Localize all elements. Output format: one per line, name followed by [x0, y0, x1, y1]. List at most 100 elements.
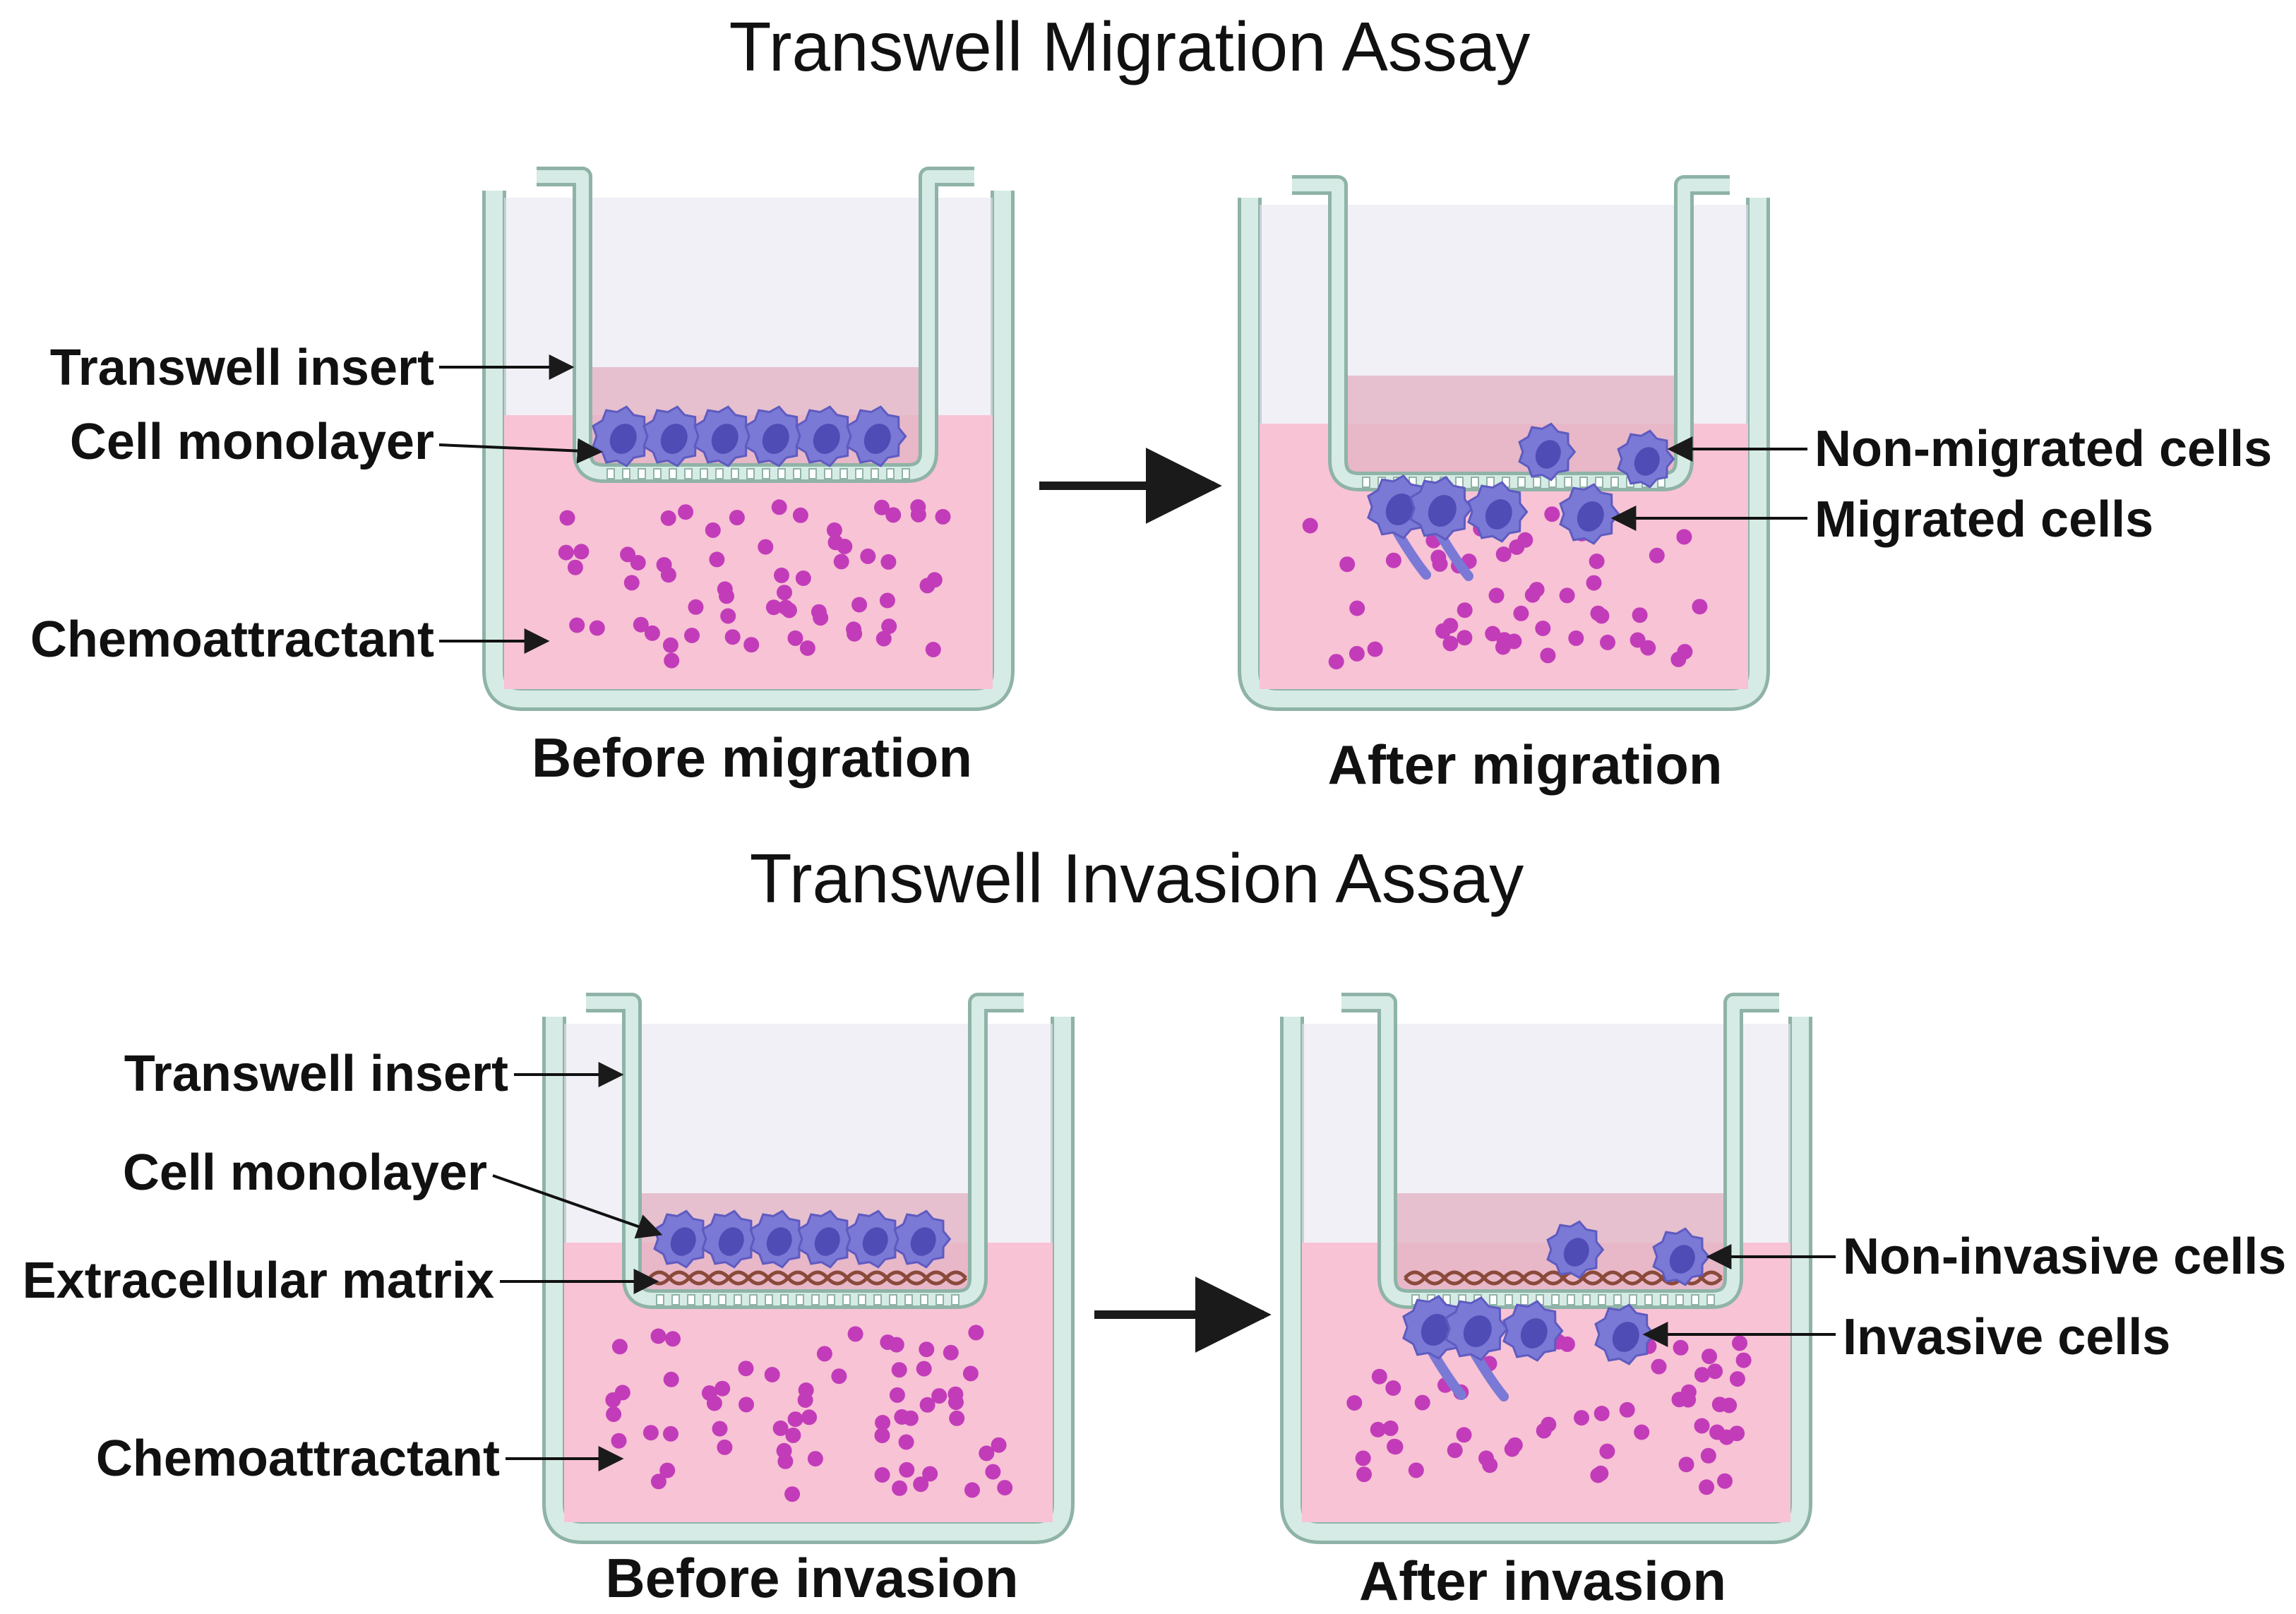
cell-nucleus [670, 1227, 696, 1256]
chemoattractant-dot [1707, 1363, 1723, 1380]
chemoattractant-dot [1385, 552, 1401, 568]
cell [653, 1209, 712, 1269]
cell-nucleus [910, 1227, 936, 1256]
cell [744, 405, 806, 467]
membrane-pore [1595, 477, 1603, 488]
membrane-pore [889, 1294, 897, 1305]
chemoattractant-dot [663, 1425, 678, 1442]
chemoattractant-dot [1586, 575, 1602, 591]
membrane-pore [746, 468, 755, 479]
chemoattractant-dot [827, 534, 844, 551]
chemoattractant-dot [1717, 1473, 1733, 1489]
chemoattractant-dot [606, 1406, 622, 1423]
cell [1559, 483, 1620, 545]
membrane-pore [638, 468, 646, 479]
chemoattractant-dot [1640, 640, 1656, 656]
chemoattractant-dot [569, 617, 585, 633]
chemoattractant-dot [772, 1420, 789, 1436]
chemoattractant-dot [1559, 587, 1575, 604]
chemoattractant-dot [630, 555, 646, 570]
membrane-pore [1598, 1294, 1606, 1305]
chemoattractant-dot [1442, 618, 1459, 634]
label-transwell-insert-2: Transwell insert [124, 1046, 508, 1102]
membrane-pore [824, 468, 832, 479]
label-group-inv-matrix: Extracellular matrix [23, 1253, 659, 1309]
chemoattractant-dot [1632, 607, 1648, 623]
membrane-pore [842, 1294, 851, 1305]
label-non-invasive-cells: Non-invasive cells [1843, 1229, 2286, 1285]
membrane-pore [811, 1294, 820, 1305]
membrane-pore [718, 1294, 727, 1305]
label-transwell-insert: Transwell insert [50, 340, 434, 396]
cell-nucleus [1535, 440, 1561, 469]
chemoattractant-dot [916, 1361, 932, 1377]
chemoattractant-dot [662, 637, 678, 653]
matrix-fiber [806, 1270, 829, 1286]
chemoattractant-dot [688, 599, 704, 615]
matrix-fiber [866, 1270, 888, 1286]
chemoattractant-dot [997, 1480, 1013, 1496]
chemoattractant-dot [777, 1453, 794, 1469]
chemoattractant-dot [964, 1482, 980, 1498]
chemoattractant-dot [1356, 1466, 1372, 1483]
chemoattractant-dot [659, 1462, 676, 1478]
label-chemoattractant: Chemoattractant [30, 611, 434, 668]
membrane-pore [1613, 1294, 1622, 1305]
chemoattractant-dot [705, 522, 721, 538]
outer-well-wall [1241, 198, 1766, 707]
membrane-pore [765, 1294, 773, 1305]
membrane-pore [700, 468, 708, 479]
chemoattractant-dot [1680, 1392, 1697, 1408]
chemoattractant-dot [860, 548, 876, 564]
cell [693, 405, 755, 467]
membrane-pore [873, 1294, 882, 1305]
cell [1502, 1300, 1564, 1362]
chemoattractant-dot [1694, 1367, 1710, 1383]
membrane-pore [1505, 1294, 1513, 1305]
chemoattractant-dot [968, 1325, 984, 1341]
chemoattractant-dot [623, 575, 640, 591]
chemoattractant-dot [919, 1341, 935, 1358]
chemoattractant-dot [1371, 1368, 1387, 1385]
chemoattractant-dot [1568, 630, 1584, 646]
membrane-pore [762, 468, 770, 479]
cell [797, 1209, 856, 1269]
membrane-pore [808, 468, 817, 479]
membrane-pore [749, 1294, 758, 1305]
chemoattractant-dot [664, 652, 680, 669]
chemoattractant-dot [925, 642, 941, 657]
chemoattractant-dot [717, 1439, 733, 1455]
matrix-fiber [1582, 1270, 1604, 1286]
label-invasive-cells: Invasive cells [1843, 1309, 2170, 1365]
membrane-pore [731, 468, 739, 479]
membrane-pore [839, 468, 848, 479]
chemoattractant-dot [1302, 518, 1318, 534]
chemoattractant-dot [797, 1392, 813, 1408]
membrane-pore [1533, 477, 1541, 488]
label-group-inv-monolayer: Cell monolayer [123, 1144, 663, 1239]
membrane-pore [904, 1294, 913, 1305]
chemoattractant-dot [891, 1362, 907, 1378]
chemoattractant-dot [919, 1397, 935, 1413]
membrane-pore [1675, 1294, 1684, 1305]
chemoattractant-dot [1649, 547, 1665, 563]
membrane-pore [653, 468, 662, 479]
chemoattractant-dot [1700, 1447, 1716, 1464]
chemoattractant-dot [1485, 626, 1501, 642]
chemoattractant-dot [851, 597, 868, 613]
membrane-pore [858, 1294, 866, 1305]
membrane-pore [951, 1294, 959, 1305]
chemoattractant-dot [949, 1410, 965, 1426]
matrix-fiber [1463, 1270, 1485, 1286]
label-group-non-invasive: Non-invasive cells [1706, 1229, 2286, 1285]
chemoattractant-dot [1589, 554, 1605, 569]
chemoattractant-dot [826, 522, 842, 538]
label-group-migrated: Migrated cells [1610, 491, 2153, 548]
chemoattractant-dot [1599, 1443, 1615, 1459]
chemoattractant-dot [787, 630, 803, 646]
chemoattractant-dot [1517, 532, 1533, 548]
chemoattractant-dot [913, 1476, 929, 1493]
chemoattractant-dot [874, 499, 890, 515]
chemoattractant-dot [885, 507, 902, 523]
caption-after-invasion: After invasion [1359, 1550, 1726, 1612]
